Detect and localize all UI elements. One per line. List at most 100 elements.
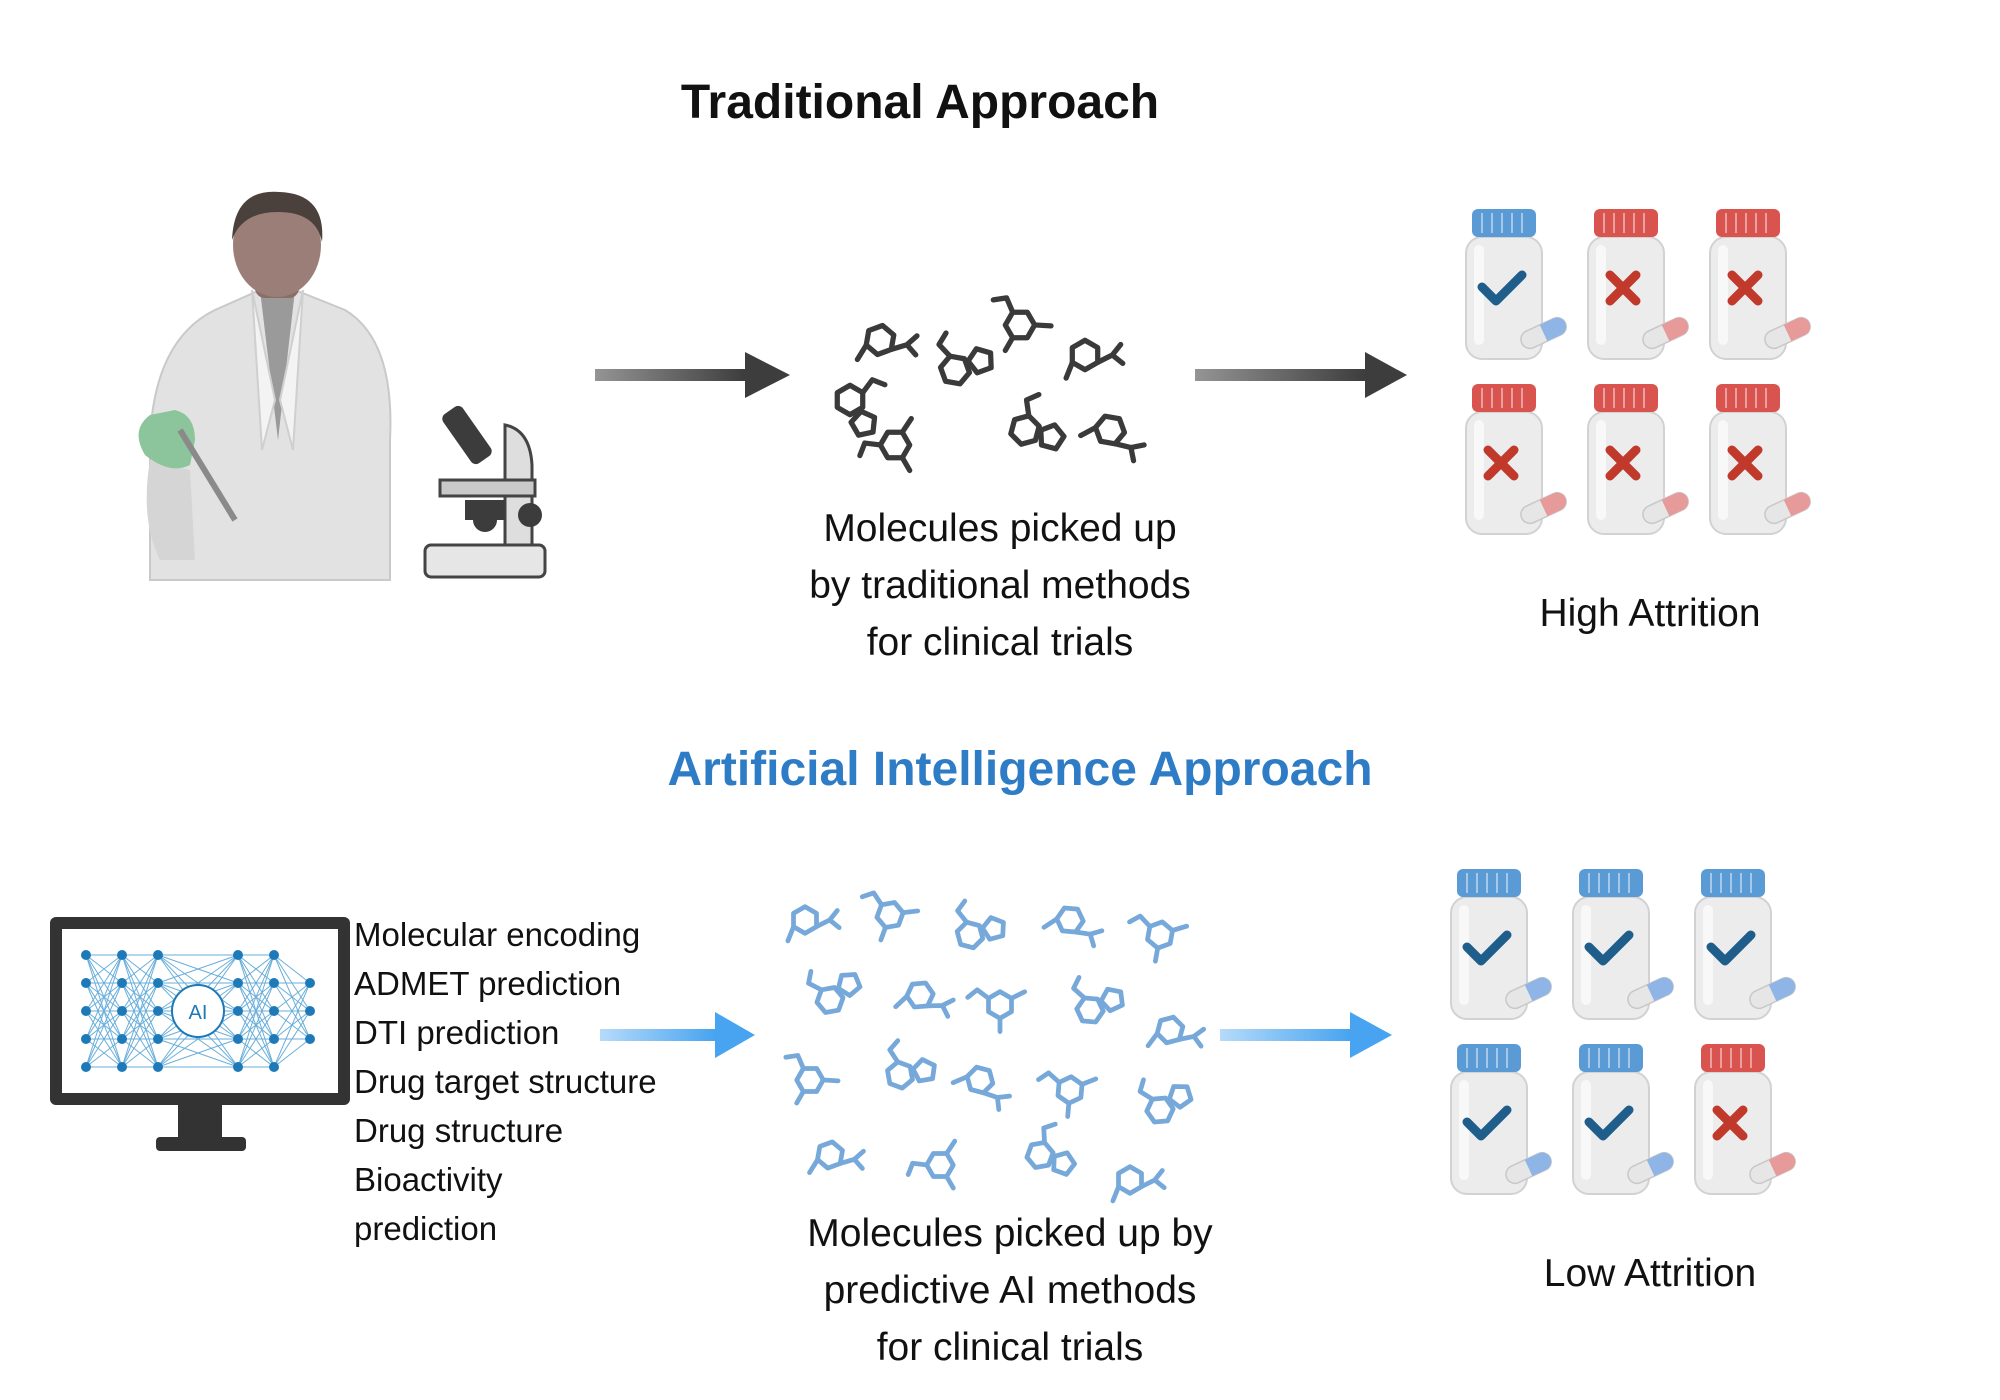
arrow-to-molecules (595, 352, 790, 398)
bottle-pass (1689, 865, 1799, 1030)
ai-bottle-grid (1445, 865, 1815, 1215)
nn-node (117, 1034, 127, 1044)
nn-node (305, 1006, 315, 1016)
molecule-icon (1110, 1164, 1167, 1204)
molecule-icon (936, 330, 994, 387)
nn-node (269, 1006, 279, 1016)
low-attrition-label: Low Attrition (1543, 1252, 1757, 1295)
nn-node (305, 978, 315, 988)
bottle-pass (1567, 1040, 1677, 1205)
molecule-icon (1008, 391, 1067, 452)
ai-monitor-icon: AI (50, 917, 350, 1151)
step-item: prediction (354, 1210, 498, 1247)
nn-node (269, 1034, 279, 1044)
bottle-pass (1445, 865, 1555, 1030)
bottle-fail (1689, 1040, 1799, 1205)
molecule-icon (1063, 337, 1126, 381)
traditional-bottle-grid (1460, 205, 1830, 555)
pill-bottle-icon (1465, 209, 1567, 360)
nn-node (81, 1034, 91, 1044)
pill-bottle-icon (1694, 869, 1796, 1020)
caption-line: predictive AI methods (823, 1269, 1197, 1312)
nn-node (117, 1062, 127, 1072)
nn-node (269, 978, 279, 988)
cross-icon (1483, 445, 1519, 481)
nn-node (153, 1034, 163, 1044)
pill-bottle-icon (1450, 869, 1552, 1020)
caption-line: Molecules picked up (823, 507, 1177, 550)
molecule-icon (857, 415, 914, 474)
arrow-to-ai-molecules (600, 1012, 755, 1058)
nn-node (117, 1006, 127, 1016)
step-item: Molecular encoding (354, 916, 641, 953)
molecule-icon (1137, 1077, 1194, 1125)
molecule-icon (1071, 975, 1125, 1025)
pill-bottle-icon (1450, 1044, 1552, 1195)
traditional-caption: Molecules picked up by traditional metho… (760, 500, 1240, 671)
molecule-icon (905, 1138, 958, 1191)
molecule-icon (965, 987, 1028, 1034)
cross-icon (1605, 445, 1641, 481)
arrow-to-high-attrition (1195, 352, 1407, 398)
nn-node (153, 1006, 163, 1016)
bottle-pass (1445, 1040, 1555, 1205)
check-icon (1462, 1105, 1512, 1141)
monitor-ai-label: AI (189, 1002, 208, 1024)
molecule-icon (859, 890, 921, 943)
molecule-icon (806, 968, 863, 1015)
bottle-fail (1704, 380, 1814, 545)
caption-line: for clinical trials (866, 621, 1134, 664)
step-item: DTI prediction (354, 1014, 560, 1051)
nn-node (81, 978, 91, 988)
nn-node (153, 978, 163, 988)
step-item: ADMET prediction (354, 965, 622, 1002)
ai-molecules (783, 890, 1207, 1204)
nn-node (81, 950, 91, 960)
caption-line: Molecules picked up by (807, 1212, 1213, 1255)
molecule-icon (1145, 1014, 1207, 1049)
scientist-icon (138, 191, 392, 581)
molecule-icon (1078, 413, 1147, 464)
microscope-icon (423, 405, 547, 579)
molecule-icon (1127, 913, 1190, 964)
molecule-icon (854, 322, 920, 363)
molecule-icon (1036, 1070, 1099, 1119)
check-icon (1584, 1105, 1634, 1141)
nn-node (269, 1062, 279, 1072)
molecule-icon (834, 377, 888, 438)
caption-line: by traditional methods (809, 564, 1191, 607)
check-icon (1462, 930, 1512, 966)
nn-node (81, 1006, 91, 1016)
molecule-icon (885, 1038, 937, 1091)
bottle-fail (1704, 205, 1814, 370)
ai-steps-list: Molecular encoding ADMET prediction DTI … (354, 910, 657, 1253)
pill-bottle-icon (1572, 869, 1674, 1020)
arrow-to-low-attrition (1220, 1012, 1392, 1058)
pill-bottle-icon (1694, 1044, 1796, 1195)
molecule-icon (783, 1053, 841, 1106)
ai-caption: Molecules picked up by predictive AI met… (770, 1205, 1250, 1376)
molecule-icon (1024, 1121, 1077, 1177)
molecule-icon (990, 295, 1054, 354)
cross-icon (1605, 270, 1641, 306)
step-item: Drug structure (354, 1112, 564, 1149)
nn-node (81, 1062, 91, 1072)
pill-bottle-icon (1587, 384, 1689, 535)
pill-bottle-icon (1709, 384, 1811, 535)
cross-icon (1712, 1105, 1748, 1141)
nn-node (117, 978, 127, 988)
traditional-molecules (834, 295, 1147, 474)
molecule-icon (785, 904, 842, 944)
bottle-pass (1567, 865, 1677, 1030)
bottle-fail (1582, 380, 1692, 545)
step-item: Drug target structure (354, 1063, 657, 1100)
traditional-title: Traditional Approach (680, 76, 1160, 129)
check-icon (1477, 270, 1527, 306)
cross-icon (1727, 270, 1763, 306)
pill-bottle-icon (1709, 209, 1811, 360)
molecule-icon (954, 898, 1006, 951)
pill-bottle-icon (1572, 1044, 1674, 1195)
nn-node (233, 1062, 243, 1072)
pill-bottle-icon (1465, 384, 1567, 535)
caption-line: for clinical trials (876, 1326, 1144, 1369)
